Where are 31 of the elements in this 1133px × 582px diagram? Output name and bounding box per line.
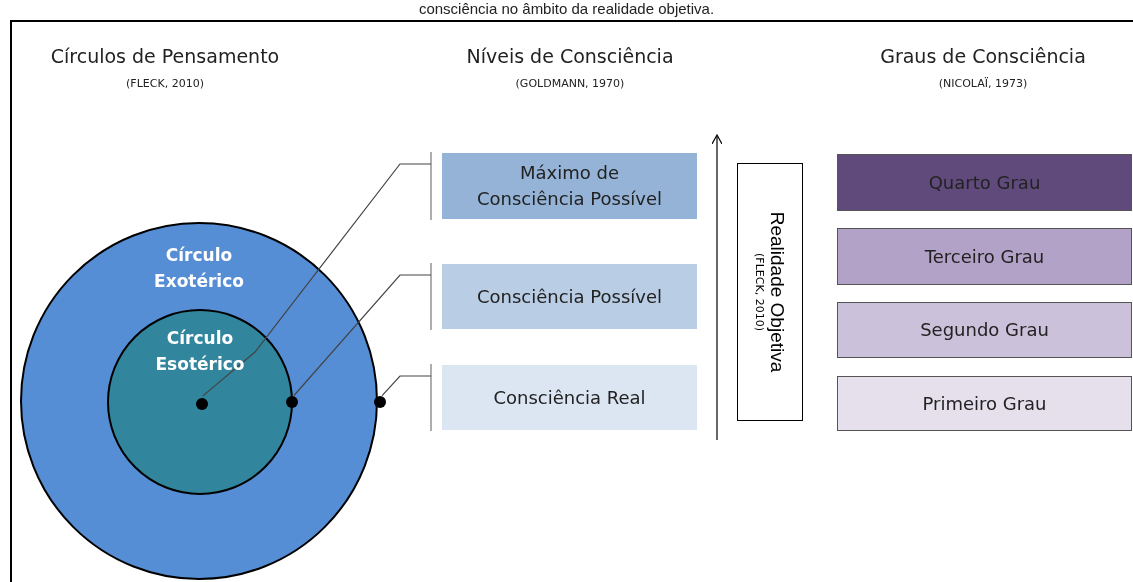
level-box <box>441 152 698 220</box>
column-heading: Níveis de Consciência <box>465 45 675 67</box>
degree-box <box>837 228 1132 285</box>
citation-text: (FLECK, 2010) <box>125 77 205 90</box>
box-label: Segundo Grau <box>920 318 1049 342</box>
degree-box <box>837 376 1132 431</box>
level-box <box>441 263 698 330</box>
circle-label: Círculo Esotérico <box>154 327 246 376</box>
box-label: Primeiro Grau <box>922 391 1047 416</box>
citation-text: (GOLDMANN, 1970) <box>514 77 626 90</box>
dot-marker <box>196 398 208 410</box>
citation-text: (NICOLAÏ, 1973) <box>937 77 1029 90</box>
box-label: Máximo de Consciência Possível <box>475 161 664 211</box>
circle-label: Círculo Exotérico <box>153 244 245 293</box>
axis-label: Realidade Objetiva <box>765 211 788 373</box>
degree-box <box>837 154 1132 211</box>
citation-text: (FLECK, 2010) <box>752 252 766 333</box>
box-label: Quarto Grau <box>928 170 1041 195</box>
box-label: Consciência Possível <box>476 284 663 309</box>
leader-line <box>293 274 432 397</box>
box-label: Consciência Real <box>493 385 646 410</box>
caption-text: consciência no âmbito da realidade objetiva. <box>417 0 716 17</box>
column-heading: Círculos de Pensamento <box>49 45 281 67</box>
reality-box <box>737 163 803 421</box>
dot-marker <box>374 396 386 408</box>
box-label: Terceiro Grau <box>924 244 1045 269</box>
leader-line <box>202 163 432 397</box>
leader-line <box>381 375 432 397</box>
level-box <box>441 364 698 431</box>
degree-box <box>837 302 1132 358</box>
column-heading: Graus de Consciência <box>879 45 1087 67</box>
